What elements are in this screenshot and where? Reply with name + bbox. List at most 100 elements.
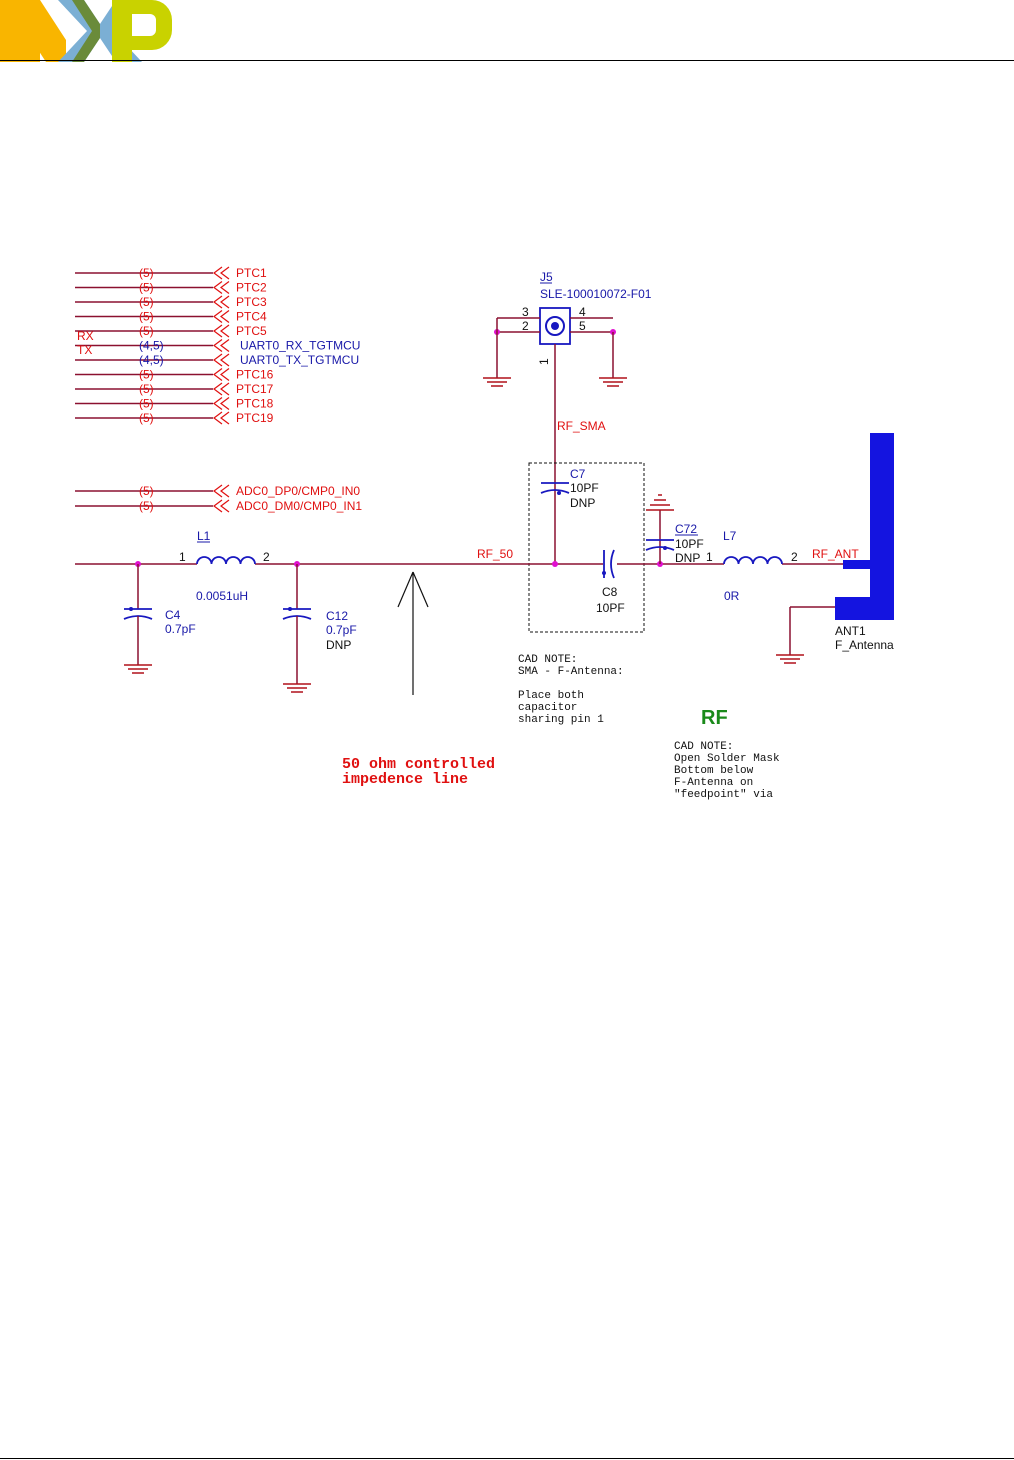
sheet-ref: (5)	[139, 281, 154, 295]
j5-pin-4: 4	[579, 305, 586, 319]
offpage-connector-ptc1: (5) PTC1	[75, 266, 267, 280]
adc-sheet-ref: (5)	[139, 499, 154, 513]
j5-part: SLE-100010072-F01	[540, 287, 652, 301]
net-rf-50: RF_50	[477, 547, 513, 561]
net-rf-sma: RF_SMA	[557, 419, 606, 433]
c7-note: DNP	[570, 496, 595, 510]
c72-capacitor: C72 10PF DNP	[645, 494, 704, 567]
offpage-connector-ptc18: (5) PTC18	[75, 397, 274, 411]
l1-pin1: 1	[179, 550, 186, 564]
sheet-ref: (5)	[139, 382, 154, 396]
c12-capacitor: C12 0.7pF DNP	[282, 561, 357, 693]
sheet-ref: (5)	[139, 368, 154, 382]
note-line: Place both	[518, 690, 584, 702]
j5-pin-1: 1	[537, 358, 551, 365]
cad-note-sma: CAD NOTE: SMA - F-Antenna: Place both ca…	[518, 654, 624, 726]
offpage-connector-ptc19: (5)PTC19	[75, 411, 274, 425]
c4-capacitor: C4 0.7pF	[123, 561, 196, 674]
net-label: UART0_RX_TGTMCU	[240, 339, 360, 353]
net-label: PTC5	[236, 324, 267, 338]
ant1-f-antenna: ANT1 F_Antenna	[776, 433, 894, 664]
c72-value: 10PF	[675, 537, 704, 551]
note-line: capacitor	[518, 702, 577, 714]
offpage-connector-uart0_tx_tgtmcu: (4,5) UART0_TX_TGTMCU	[75, 353, 359, 367]
note-line: CAD NOTE:	[674, 741, 733, 753]
l7-inductor: L7 1 2 0R	[706, 529, 798, 603]
sheet-ref: (5)	[139, 411, 154, 425]
ground-symbol	[599, 377, 627, 387]
sheet-ref: (5)	[139, 397, 154, 411]
offpage-connector-ptc2: (5) PTC2	[75, 281, 267, 295]
offpage-connectors: (5)PTC1(5)PTC2(5)PTC3(5)PTC4(5)PTC5(4,5)…	[75, 266, 360, 425]
c4-ref: C4	[165, 608, 181, 622]
net-rf-ant: RF_ANT	[812, 547, 859, 561]
l1-inductor: L1 1 2 0.0051uH	[179, 529, 270, 603]
net-label: UART0_TX_TGTMCU	[240, 353, 359, 367]
cad-note-solder-mask: CAD NOTE: Open Solder Mask Bottom below …	[674, 741, 780, 801]
ground-symbol	[483, 377, 511, 387]
nxp-logo	[0, 0, 172, 62]
c8-capacitor: C8 10PF	[596, 549, 625, 615]
footer-rule	[0, 1458, 1014, 1459]
impedance-note: 50 ohm controlled impedence line	[342, 756, 495, 788]
note-line: CAD NOTE:	[518, 654, 577, 666]
adc-sheet-ref: (5)	[139, 484, 154, 498]
adc-net-label: ADC0_DP0/CMP0_IN0	[236, 484, 360, 498]
rf-section-title: RF	[701, 707, 728, 729]
offpage-connector-uart0_rx_tgtmcu: (4,5) UART0_RX_TGTMCU	[75, 339, 360, 353]
ant1-ref: ANT1	[835, 624, 866, 638]
l7-ref: L7	[723, 529, 737, 543]
sheet-ref: (5)	[139, 310, 154, 324]
rx-label: RX	[77, 329, 94, 343]
l1-pin2: 2	[263, 550, 270, 564]
c7-capacitor: C7 10PF DNP	[540, 467, 599, 510]
offpage-connector-ptc17: (5) PTC17	[75, 382, 274, 396]
note-line: 50 ohm controlled	[342, 756, 495, 773]
note-line: sharing pin 1	[518, 714, 604, 726]
c12-value: 0.7pF	[326, 623, 357, 637]
c7-ref: C7	[570, 467, 586, 481]
c8-ref: C8	[602, 585, 618, 599]
note-line: Open Solder Mask	[674, 753, 780, 765]
net-label: PTC3	[236, 295, 267, 309]
cad-keepout-box	[528, 462, 645, 633]
note-line: SMA - F-Antenna:	[518, 666, 624, 678]
impedance-arrow	[397, 571, 429, 695]
l7-pin2: 2	[791, 550, 798, 564]
c72-note: DNP	[675, 551, 700, 565]
header-rule	[0, 60, 1014, 61]
adc-connector-0: (5) ADC0_DP0/CMP0_IN0	[75, 484, 360, 498]
note-line: impedence line	[342, 771, 468, 788]
sheet-ref: (4,5)	[139, 339, 164, 353]
c72-ref: C72	[675, 522, 697, 536]
sheet-ref: (4,5)	[139, 353, 164, 367]
offpage-connector-ptc16: (5) PTC16	[75, 368, 274, 382]
j5-pin-3: 3	[522, 305, 529, 319]
c12-note: DNP	[326, 638, 351, 652]
net-label: PTC17	[236, 382, 274, 396]
ant1-value: F_Antenna	[835, 638, 894, 652]
sheet-ref: (5)	[139, 324, 154, 338]
l1-value: 0.0051uH	[196, 589, 248, 603]
offpage-connector-ptc3: (5)PTC3	[75, 295, 267, 309]
offpage-connector-ptc5: (5) PTC5	[75, 324, 267, 338]
net-label: PTC1	[236, 266, 267, 280]
note-line: F-Antenna on	[674, 777, 753, 789]
c8-value: 10PF	[596, 601, 625, 615]
net-label: PTC16	[236, 368, 274, 382]
offpage-connector-ptc4: (5) PTC4	[75, 310, 267, 324]
j5-sma-connector: J5 SLE-100010072-F01 3 4 2 5 1	[494, 270, 652, 563]
net-label: PTC4	[236, 310, 267, 324]
net-label: PTC18	[236, 397, 274, 411]
sheet-ref: (5)	[139, 266, 154, 280]
c7-value: 10PF	[570, 481, 599, 495]
j5-pin-2: 2	[522, 319, 529, 333]
net-label: PTC2	[236, 281, 267, 295]
adc-net-label: ADC0_DM0/CMP0_IN1	[236, 499, 362, 513]
adc-connector-1: (5) ADC0_DM0/CMP0_IN1	[75, 499, 362, 513]
note-line: "feedpoint" via	[674, 789, 773, 801]
l7-value: 0R	[724, 589, 740, 603]
c12-ref: C12	[326, 609, 348, 623]
